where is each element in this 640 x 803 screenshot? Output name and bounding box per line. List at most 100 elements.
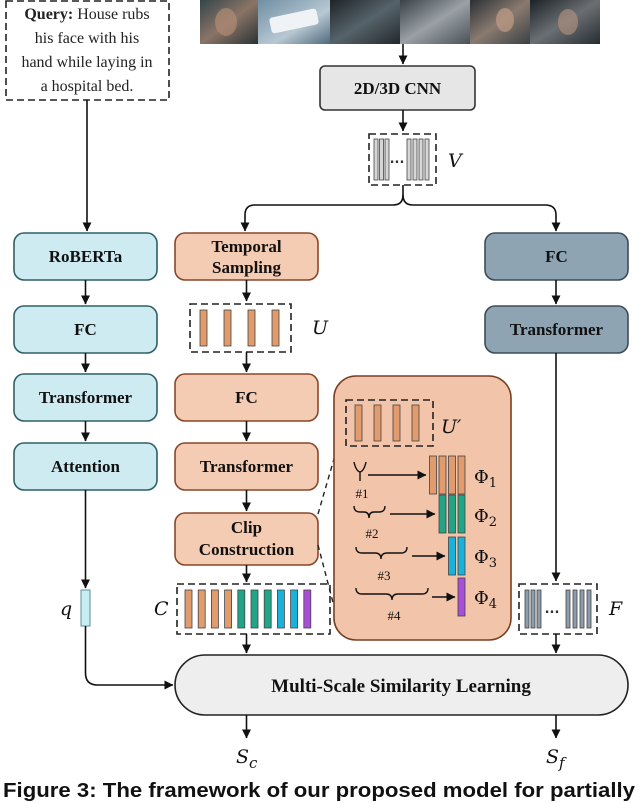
sampled-feature-label: U <box>312 317 329 339</box>
frame-feature-bar <box>586 589 592 629</box>
scale-1-bar <box>448 455 456 495</box>
frame-feature-bar <box>524 589 530 629</box>
sampled-feature-bar <box>271 309 280 347</box>
cnn-box <box>319 65 476 111</box>
clip-fc-label: FC <box>235 388 258 407</box>
attention-label: Attention <box>51 457 120 476</box>
scale-1-subscript: 1 <box>489 476 497 491</box>
scale-1-tag: #1 <box>356 486 369 501</box>
panel-input-bars <box>354 404 420 442</box>
scale-1-symbol: Φ <box>474 467 489 488</box>
scale-1-bar <box>457 455 466 495</box>
scale-2-tag: #2 <box>366 526 379 541</box>
video-feature-bar <box>373 138 379 181</box>
video-frame-face <box>558 9 578 35</box>
frame-transformer-label: Transformer <box>510 320 604 339</box>
cnn-label: 2D/3D CNN <box>354 79 442 98</box>
clip-feature-bar <box>210 589 219 629</box>
clip-feature-bars <box>184 589 312 629</box>
video-feature-ellipsis: ... <box>390 152 405 167</box>
sampled-feature-bar <box>247 309 256 347</box>
scale-4-bracket <box>355 587 429 601</box>
clip-feature-bar <box>224 589 233 629</box>
scale-2-label: Φ2 <box>474 506 497 530</box>
scale-2-bar <box>457 494 466 534</box>
sampled-feature-bars <box>199 309 280 347</box>
video-feature-bars <box>373 138 390 181</box>
clip-feature-bar <box>250 589 259 629</box>
similarity-box <box>174 654 629 716</box>
scale-1-bar <box>429 455 437 495</box>
scale-4-bars <box>457 577 466 617</box>
figure-caption: Figure 3: The framework of our proposed … <box>3 780 636 802</box>
arrow-features-to-sampling <box>240 185 404 232</box>
query-text: hand while laying in <box>21 54 152 71</box>
video-feature-bar <box>424 138 430 181</box>
frame-feature-bar <box>565 589 571 629</box>
frame-feature-ellipsis: ... <box>545 602 560 617</box>
scale-3-symbol: Φ <box>474 547 489 568</box>
text-fc-label: FC <box>74 320 97 339</box>
query-text: his face with his <box>35 30 139 47</box>
clip-construction-panel <box>333 375 512 641</box>
sampled-feature-bar <box>199 309 208 347</box>
frame-feature-bar <box>579 589 585 629</box>
temporal-sampling-label: Temporal <box>211 237 281 256</box>
scale-2-subscript: 2 <box>489 515 497 530</box>
scale-4-symbol: Φ <box>474 588 489 609</box>
sampled-feature-bar <box>223 309 232 347</box>
scale-3-tag: #3 <box>378 568 391 583</box>
clip-feature-bar <box>303 589 312 629</box>
arrow-features-to-frame-fc <box>402 194 561 232</box>
scale-4-subscript: 4 <box>489 597 497 612</box>
clip-score-symbol: S <box>236 746 249 768</box>
scale-4-tag: #4 <box>388 608 402 623</box>
scale-3-bars <box>448 536 466 576</box>
temporal-sampling-label: Sampling <box>212 258 281 277</box>
video-feature-bars <box>406 138 430 181</box>
frame-score-symbol: S <box>546 746 559 768</box>
query-label: Query: <box>24 6 73 23</box>
clip-feature-bar <box>197 589 206 629</box>
scale-2-bars <box>438 494 466 534</box>
scale-2-bar <box>438 494 447 534</box>
panel-input-bar <box>411 404 420 442</box>
scale-1-bracket <box>353 461 367 481</box>
scale-3-bracket <box>355 546 408 560</box>
scale-2-symbol: Φ <box>474 506 489 527</box>
frame-feature-bar <box>536 589 542 629</box>
clip-construction-label: Clip <box>231 518 262 537</box>
video-feature-label: V <box>448 150 464 172</box>
query-vector <box>80 589 91 627</box>
clip-feature-bar <box>237 589 246 629</box>
scale-2-bracket <box>353 505 386 519</box>
frame-score-subscript: f <box>558 754 567 772</box>
panel-input-bar <box>354 404 363 442</box>
clip-score-label: Sc <box>236 746 258 772</box>
frame-fc-label: FC <box>545 247 568 266</box>
frame-score-label: Sf <box>546 746 567 772</box>
clip-feature-bar <box>184 589 193 629</box>
video-frame-face <box>215 8 237 36</box>
video-feature-bar <box>379 138 384 181</box>
video-feature-bar <box>406 138 412 181</box>
scale-4-label: Φ4 <box>474 588 497 612</box>
scale-2-bar <box>448 494 456 534</box>
arrow-query-vector-to-similarity <box>84 626 174 690</box>
video-frame-face <box>496 8 514 32</box>
clip-construction-label: Construction <box>199 540 295 559</box>
query-line: Query: House rubs <box>24 6 149 23</box>
query-box <box>5 0 170 101</box>
scale-4-bar <box>457 577 466 617</box>
scale-1-label: Φ1 <box>474 467 497 491</box>
video-feature-bar <box>412 138 418 181</box>
scale-3-label: Φ3 <box>474 547 497 571</box>
scale-1-bar <box>438 455 447 495</box>
similarity-label: Multi-Scale Similarity Learning <box>271 676 531 697</box>
frame-feature-bars <box>565 589 592 629</box>
query-text: a hospital bed. <box>41 78 134 95</box>
panel-input-box <box>345 399 434 447</box>
clip-feature-bar <box>263 589 272 629</box>
zoom-line-bottom <box>317 544 337 615</box>
scale-3-bar <box>448 536 456 576</box>
